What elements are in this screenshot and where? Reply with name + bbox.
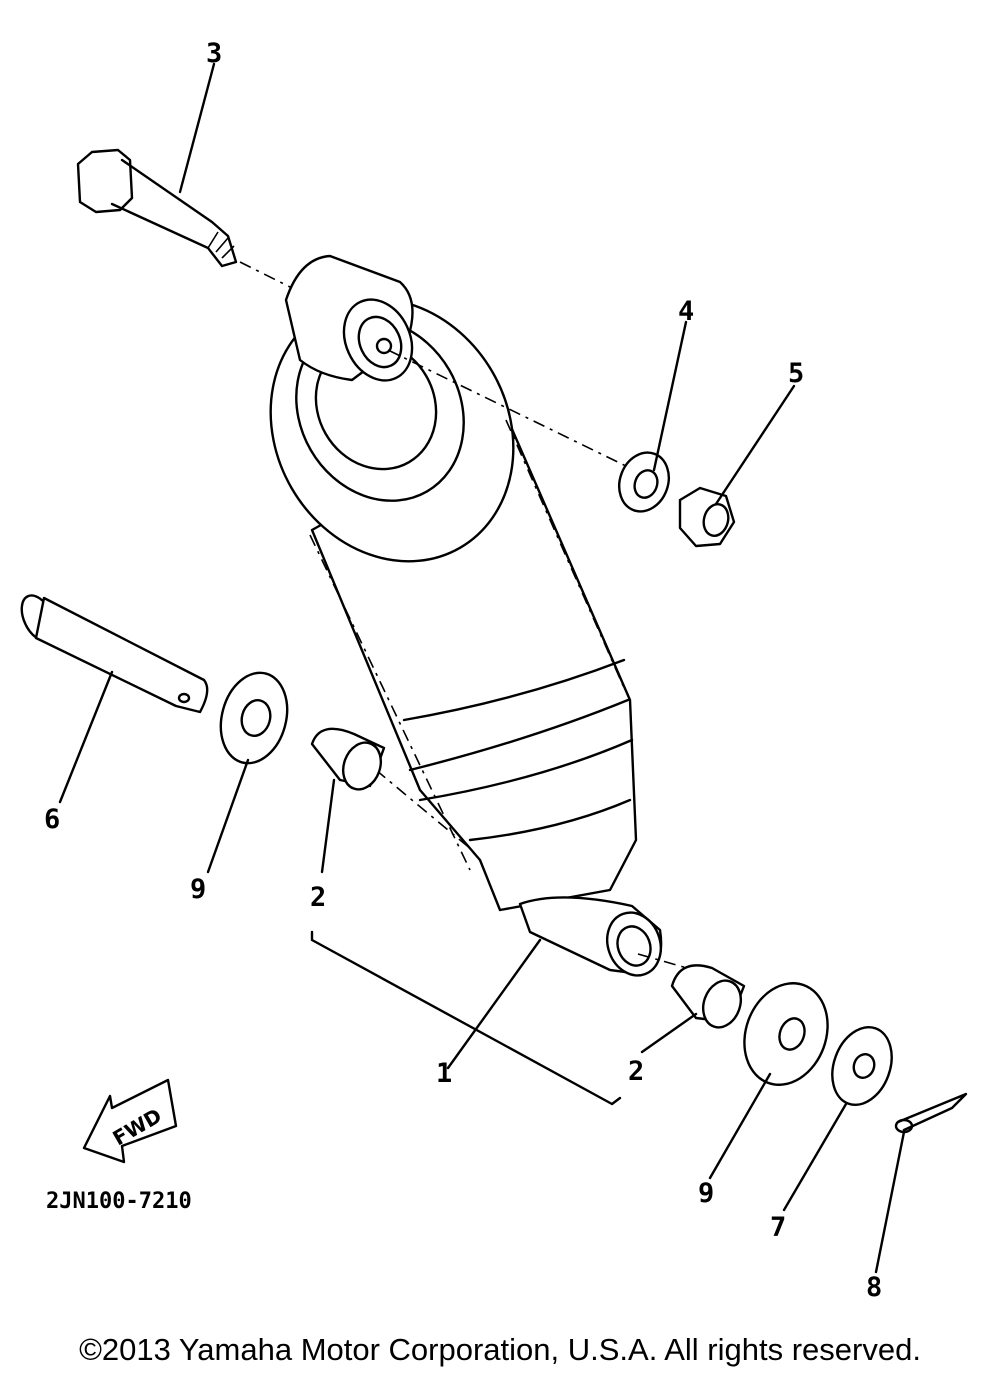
large-washer-part-9-left — [219, 671, 289, 765]
callout-2-upper: 2 — [310, 882, 326, 913]
axis-line-upper-eye — [387, 349, 631, 469]
callout-8: 8 — [866, 1272, 882, 1303]
callout-6: 6 — [44, 804, 60, 835]
axis-line-body-right — [505, 419, 626, 691]
collar-part-2-upper — [310, 727, 386, 791]
pin-part-6 — [20, 594, 209, 714]
nut-part-5 — [678, 486, 736, 548]
callout-9-right: 9 — [698, 1178, 714, 1209]
callout-3: 3 — [206, 38, 222, 69]
axis-line-body-left — [309, 534, 471, 871]
callout-9-left: 9 — [190, 874, 206, 905]
diagram-code: 2JN100-7210 — [46, 1189, 192, 1214]
large-washer-part-9-right — [743, 982, 829, 1086]
callout-2-lower: 2 — [628, 1056, 644, 1087]
forward-arrow-icon: FWD — [82, 1078, 178, 1164]
cotter-pin-part-8 — [894, 1092, 968, 1134]
callout-1: 1 — [436, 1058, 452, 1089]
washer-part-7 — [831, 1026, 893, 1106]
collar-part-2-lower — [670, 964, 746, 1029]
callout-5: 5 — [788, 358, 804, 389]
bolt-part-3 — [76, 148, 238, 268]
leader-lines — [58, 62, 906, 1274]
copyright-notice: ©2013 Yamaha Motor Corporation, U.S.A. A… — [79, 1332, 921, 1367]
washer-part-4 — [618, 451, 670, 513]
callout-4: 4 — [678, 296, 694, 327]
callout-7: 7 — [770, 1212, 786, 1243]
shock-absorber-part-1 — [269, 254, 663, 977]
axis-line-lower-eye — [637, 953, 695, 971]
axis-line-lower-collar — [375, 769, 473, 851]
